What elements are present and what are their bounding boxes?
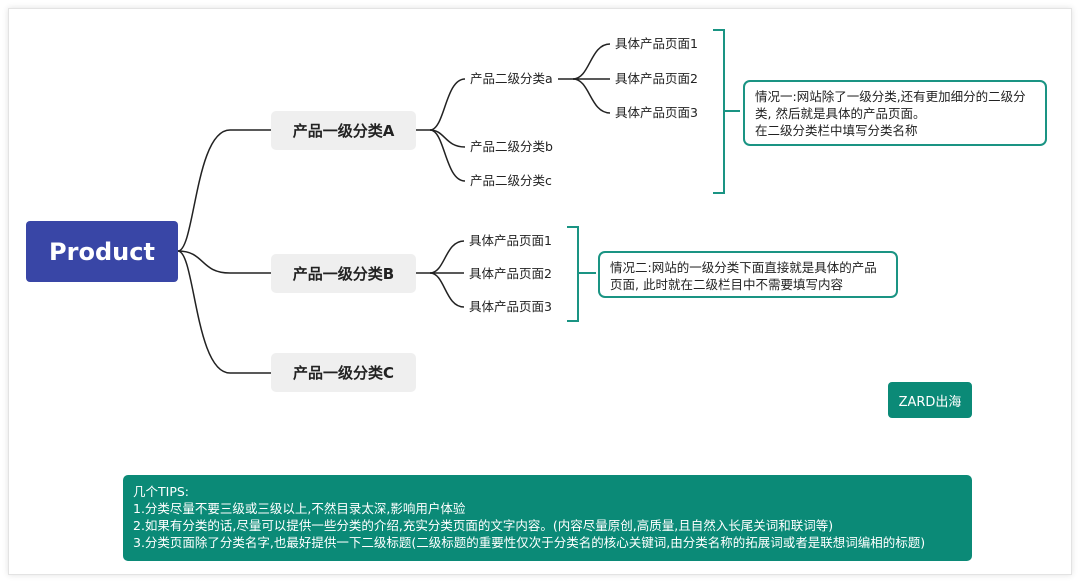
tips-box[interactable]: 几个TIPS: 1.分类尽量不要三级或三级以上,不然目录太深,影响用户体验 2.… bbox=[123, 475, 972, 561]
node-a-page-3[interactable]: 具体产品页面3 bbox=[615, 105, 698, 120]
bracket-2 bbox=[567, 226, 596, 322]
node-subcategory-b[interactable]: 产品二级分类b bbox=[470, 139, 553, 154]
tip-item: 3.分类页面除了分类名字,也最好提供一下二级标题(二级标题的重要性仅次于分类名的… bbox=[133, 535, 926, 550]
bracket-1 bbox=[713, 29, 740, 194]
link-a-p1 bbox=[558, 43, 611, 80]
link-root-A bbox=[177, 129, 271, 252]
node-category-a[interactable]: 产品一级分类A bbox=[271, 111, 416, 150]
link-A-c bbox=[429, 129, 466, 182]
note-line: 情况二:网站的一级分类下面直接就是具体的产品 bbox=[610, 260, 877, 275]
brand-badge[interactable]: ZARD出海 bbox=[888, 382, 972, 418]
note-line: 在二级分类栏中填写分类名称 bbox=[755, 123, 918, 138]
link-root-B bbox=[177, 250, 271, 274]
node-subcategory-a[interactable]: 产品二级分类a bbox=[470, 71, 553, 86]
node-b-page-1[interactable]: 具体产品页面1 bbox=[469, 233, 552, 248]
frame bbox=[8, 8, 1072, 575]
node-b-page-2[interactable]: 具体产品页面2 bbox=[469, 266, 552, 281]
note-line: 类, 然后就是具体的产品页面。 bbox=[755, 106, 926, 121]
link-A-a bbox=[416, 78, 466, 131]
node-category-b[interactable]: 产品一级分类B bbox=[271, 254, 416, 293]
node-category-c[interactable]: 产品一级分类C bbox=[271, 353, 416, 392]
node-a-page-2[interactable]: 具体产品页面2 bbox=[615, 71, 698, 86]
note-line: 页面, 此时就在二级栏目中不需要填写内容 bbox=[610, 277, 843, 292]
node-b-page-3[interactable]: 具体产品页面3 bbox=[469, 299, 552, 314]
tips-title: 几个TIPS: bbox=[133, 484, 190, 499]
node-a-page-1[interactable]: 具体产品页面1 bbox=[615, 36, 698, 51]
link-root-C bbox=[177, 250, 271, 374]
link-B-p1 bbox=[416, 240, 465, 274]
note-case-1[interactable]: 情况一:网站除了一级分类,还有更加细分的二级分 类, 然后就是具体的产品页面。 … bbox=[743, 80, 1047, 146]
note-line: 情况一:网站除了一级分类,还有更加细分的二级分 bbox=[755, 89, 1026, 104]
root-node[interactable]: Product bbox=[26, 221, 178, 282]
tip-item: 1.分类尽量不要三级或三级以上,不然目录太深,影响用户体验 bbox=[133, 501, 466, 516]
link-B-p3 bbox=[429, 272, 465, 308]
link-a-p3 bbox=[572, 78, 611, 114]
tip-item: 2.如果有分类的话,尽量可以提供一些分类的介绍,充实分类页面的文字内容。(内容尽… bbox=[133, 518, 834, 533]
node-subcategory-c[interactable]: 产品二级分类c bbox=[470, 173, 552, 188]
note-case-2[interactable]: 情况二:网站的一级分类下面直接就是具体的产品 页面, 此时就在二级栏目中不需要填… bbox=[598, 251, 898, 298]
